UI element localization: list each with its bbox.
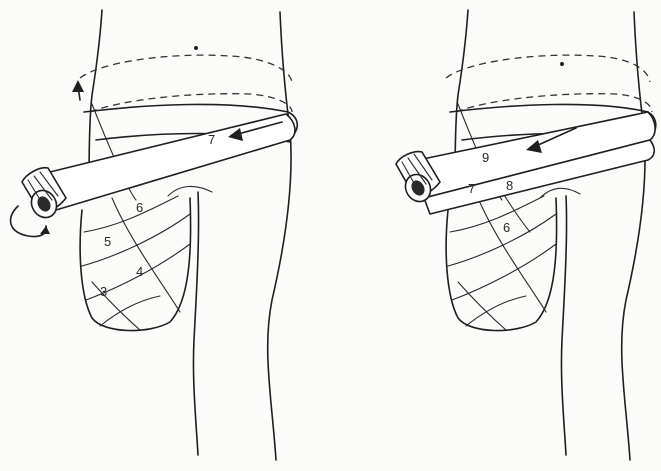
left-panel: 3 4 5 6 7 <box>11 10 298 460</box>
right-waist-dashed-back <box>446 55 650 82</box>
right-dot-marker <box>560 62 564 66</box>
left-wrap-line <box>112 198 180 312</box>
right-groin-line <box>540 188 580 198</box>
right-wrap-line <box>452 244 556 300</box>
turn-label: 3 <box>100 284 107 299</box>
right-wrap-line <box>458 282 506 330</box>
left-up-arrowhead <box>72 80 84 92</box>
turn-label: 4 <box>136 264 143 279</box>
left-wrap-line <box>82 214 190 266</box>
left-waist-dashed-front <box>90 94 292 112</box>
left-leg-outline-right <box>268 12 291 460</box>
left-rotation-arrowhead <box>40 226 50 234</box>
turn-label: 5 <box>104 234 111 249</box>
left-dot-marker <box>194 46 198 50</box>
turn-label: 8 <box>506 178 513 193</box>
left-waist-dashed-back <box>80 55 292 82</box>
left-inner-thigh <box>193 192 198 455</box>
left-groin-line <box>168 186 212 196</box>
left-wrap-line <box>84 196 178 232</box>
turn-label: 9 <box>482 150 489 165</box>
right-wrap-line <box>478 198 546 312</box>
right-stump-outline <box>446 198 556 331</box>
right-leg-outline-right <box>622 12 645 460</box>
turn-label: 6 <box>136 200 143 215</box>
right-panel: 6 7 8 9 <box>396 10 656 460</box>
right-waist-dashed-front <box>456 94 652 112</box>
turn-label: 7 <box>208 132 215 147</box>
turn-label: 6 <box>503 220 510 235</box>
right-inner-thigh <box>561 196 566 455</box>
turn-label: 7 <box>468 181 475 196</box>
right-wrap-line <box>448 214 556 266</box>
